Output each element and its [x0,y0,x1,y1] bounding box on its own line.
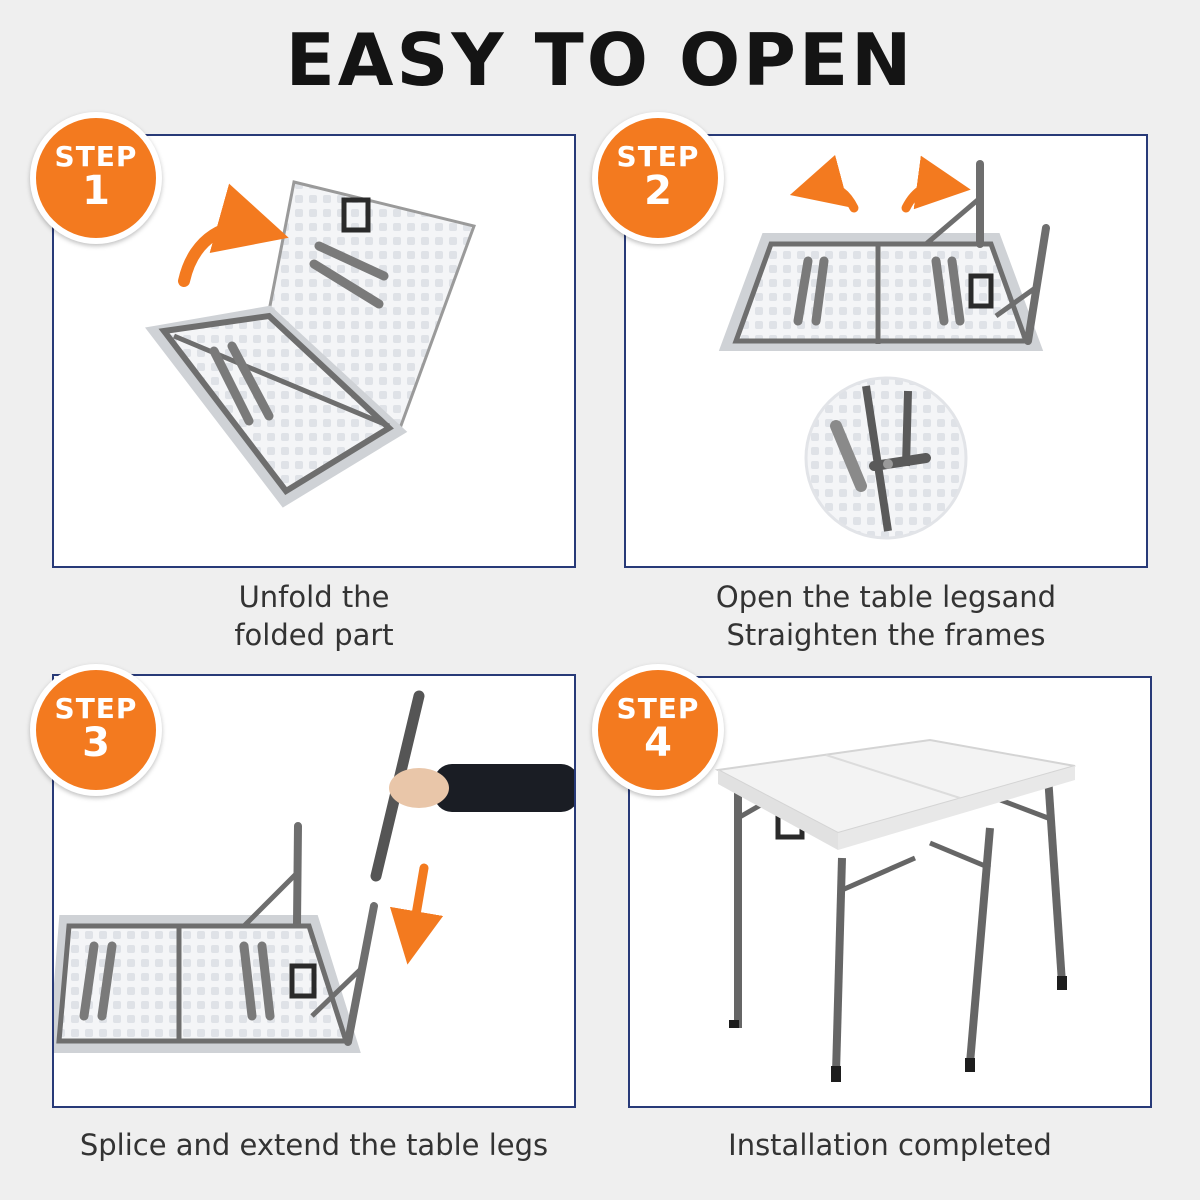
completed-table-illustration [714,738,1076,1082]
step-4-badge-number: 4 [644,720,672,766]
step-4-caption-line: Installation completed [728,1128,1052,1162]
step-1-panel [52,134,576,568]
step-2-badge: STEP 2 [592,112,724,244]
step-2-panel [624,134,1148,568]
step-4-badge: STEP 4 [592,664,724,796]
step-3-caption: Splice and extend the table legs [40,1126,588,1164]
step-3-badge-number: 3 [82,720,110,766]
step-1-badge: STEP 1 [30,112,162,244]
page-title: EASY TO OPEN [285,18,915,102]
step-1-badge-number: 1 [82,168,110,214]
step-1-caption: Unfold the folded part [52,578,576,654]
step-2-badge-word: STEP [616,140,700,173]
step-3-caption-line: Splice and extend the table legs [79,1128,549,1162]
step-2-badge-number: 2 [644,168,672,214]
step-1-caption-line: Unfold the [238,580,390,614]
step-1-badge-word: STEP [54,140,138,173]
step-1-caption-line: folded part [234,618,394,652]
step-2-caption: Open the table legsand Straighten the fr… [624,578,1148,654]
step-3-badge: STEP 3 [30,664,162,796]
step-4-badge-word: STEP [616,692,700,725]
step-2-caption-line: Straighten the frames [726,618,1046,652]
folded-table-illustration [145,180,476,508]
open-legs-illustration [718,154,1050,540]
splice-legs-illustration [54,690,574,1053]
step-3-badge-word: STEP [54,692,138,725]
step-4-caption: Installation completed [628,1126,1152,1164]
step-2-caption-line: Open the table legsand [715,580,1057,614]
